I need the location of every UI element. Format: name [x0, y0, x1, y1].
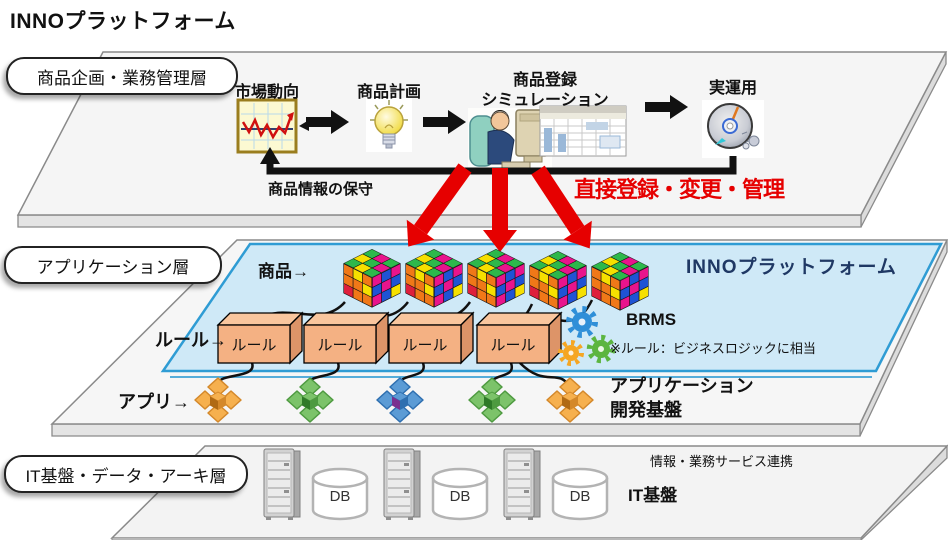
flow-arrow-icon — [423, 110, 466, 134]
flow-step-registration-label-line2: シミュレーション — [481, 92, 609, 109]
light-bulb-icon — [366, 98, 412, 152]
rule-box-label: ルール — [317, 337, 363, 354]
flow-step-registration-label-line1: 商品登録 — [512, 72, 577, 89]
rule-row-label: ルール→ — [155, 330, 227, 350]
operator-computer-icon — [468, 108, 552, 170]
flow-arrow-icon — [645, 95, 688, 119]
gear-icon — [566, 306, 598, 338]
gear-icon — [586, 334, 616, 364]
infrastructure-layer-pill-label: IT基盤・データ・アーキ層 — [25, 466, 227, 486]
business-layer-pill: 商品企画・業務管理層 — [6, 57, 238, 95]
flow-arrow-icons — [306, 95, 688, 134]
flow-step-market-label: 市場動向 — [234, 84, 299, 101]
service-collab-label: 情報・業務サービス連携 — [650, 454, 794, 469]
spreadsheet-icon — [539, 105, 627, 157]
db-label: DB — [329, 488, 351, 505]
application-layer-pill-label: アプリケーション層 — [36, 257, 190, 277]
red-down-arrow-icon — [406, 163, 472, 247]
red-down-arrow-icon — [531, 165, 592, 249]
db-label: DB — [449, 488, 471, 505]
rule-box-label: ルール — [490, 337, 536, 354]
rule-box-label: ルール — [231, 337, 277, 354]
market-chart-icon — [236, 98, 298, 154]
server-rack-icon — [263, 448, 301, 521]
brms-note: ※ルール：ビジネスロジックに相当 — [610, 341, 816, 356]
network-glyph-icon — [741, 131, 760, 150]
gear-icons — [558, 306, 616, 366]
feedback-label: 商品情報の保守 — [268, 181, 374, 198]
flow-arrow-icon — [306, 110, 349, 134]
it-base-label: IT基盤 — [628, 486, 678, 505]
application-layer-pill: アプリケーション層 — [4, 246, 222, 284]
page-title: INNOプラットフォーム — [10, 10, 236, 33]
business-layer-pill-label: 商品企画・業務管理層 — [37, 68, 207, 88]
red-down-arrow-icon — [483, 168, 517, 252]
server-rack-icon — [383, 448, 421, 521]
rule-box-label: ルール — [402, 337, 448, 354]
infrastructure-layer-pill: IT基盤・データ・アーキ層 — [4, 455, 248, 493]
dev-platform-label-line1: アプリケーション — [610, 376, 754, 396]
db-label: DB — [569, 488, 591, 505]
red-down-arrow-icons — [406, 163, 592, 252]
brms-label: BRMS — [626, 310, 677, 329]
gear-icon — [558, 340, 584, 366]
dev-platform-label-line2: 開発基盤 — [610, 400, 682, 420]
direct-registration-label: 直接登録・変更・管理 — [574, 177, 785, 202]
flow-step-plan-label: 商品計画 — [356, 84, 421, 101]
app-row-label: アプリ→ — [118, 392, 190, 412]
product-row-label: 商品→ — [258, 262, 309, 281]
cd-icon — [702, 100, 764, 158]
inno-panel-title: INNOプラットフォーム — [686, 257, 897, 278]
server-rack-icon — [503, 448, 541, 521]
flow-step-operation-label: 実運用 — [708, 80, 757, 97]
